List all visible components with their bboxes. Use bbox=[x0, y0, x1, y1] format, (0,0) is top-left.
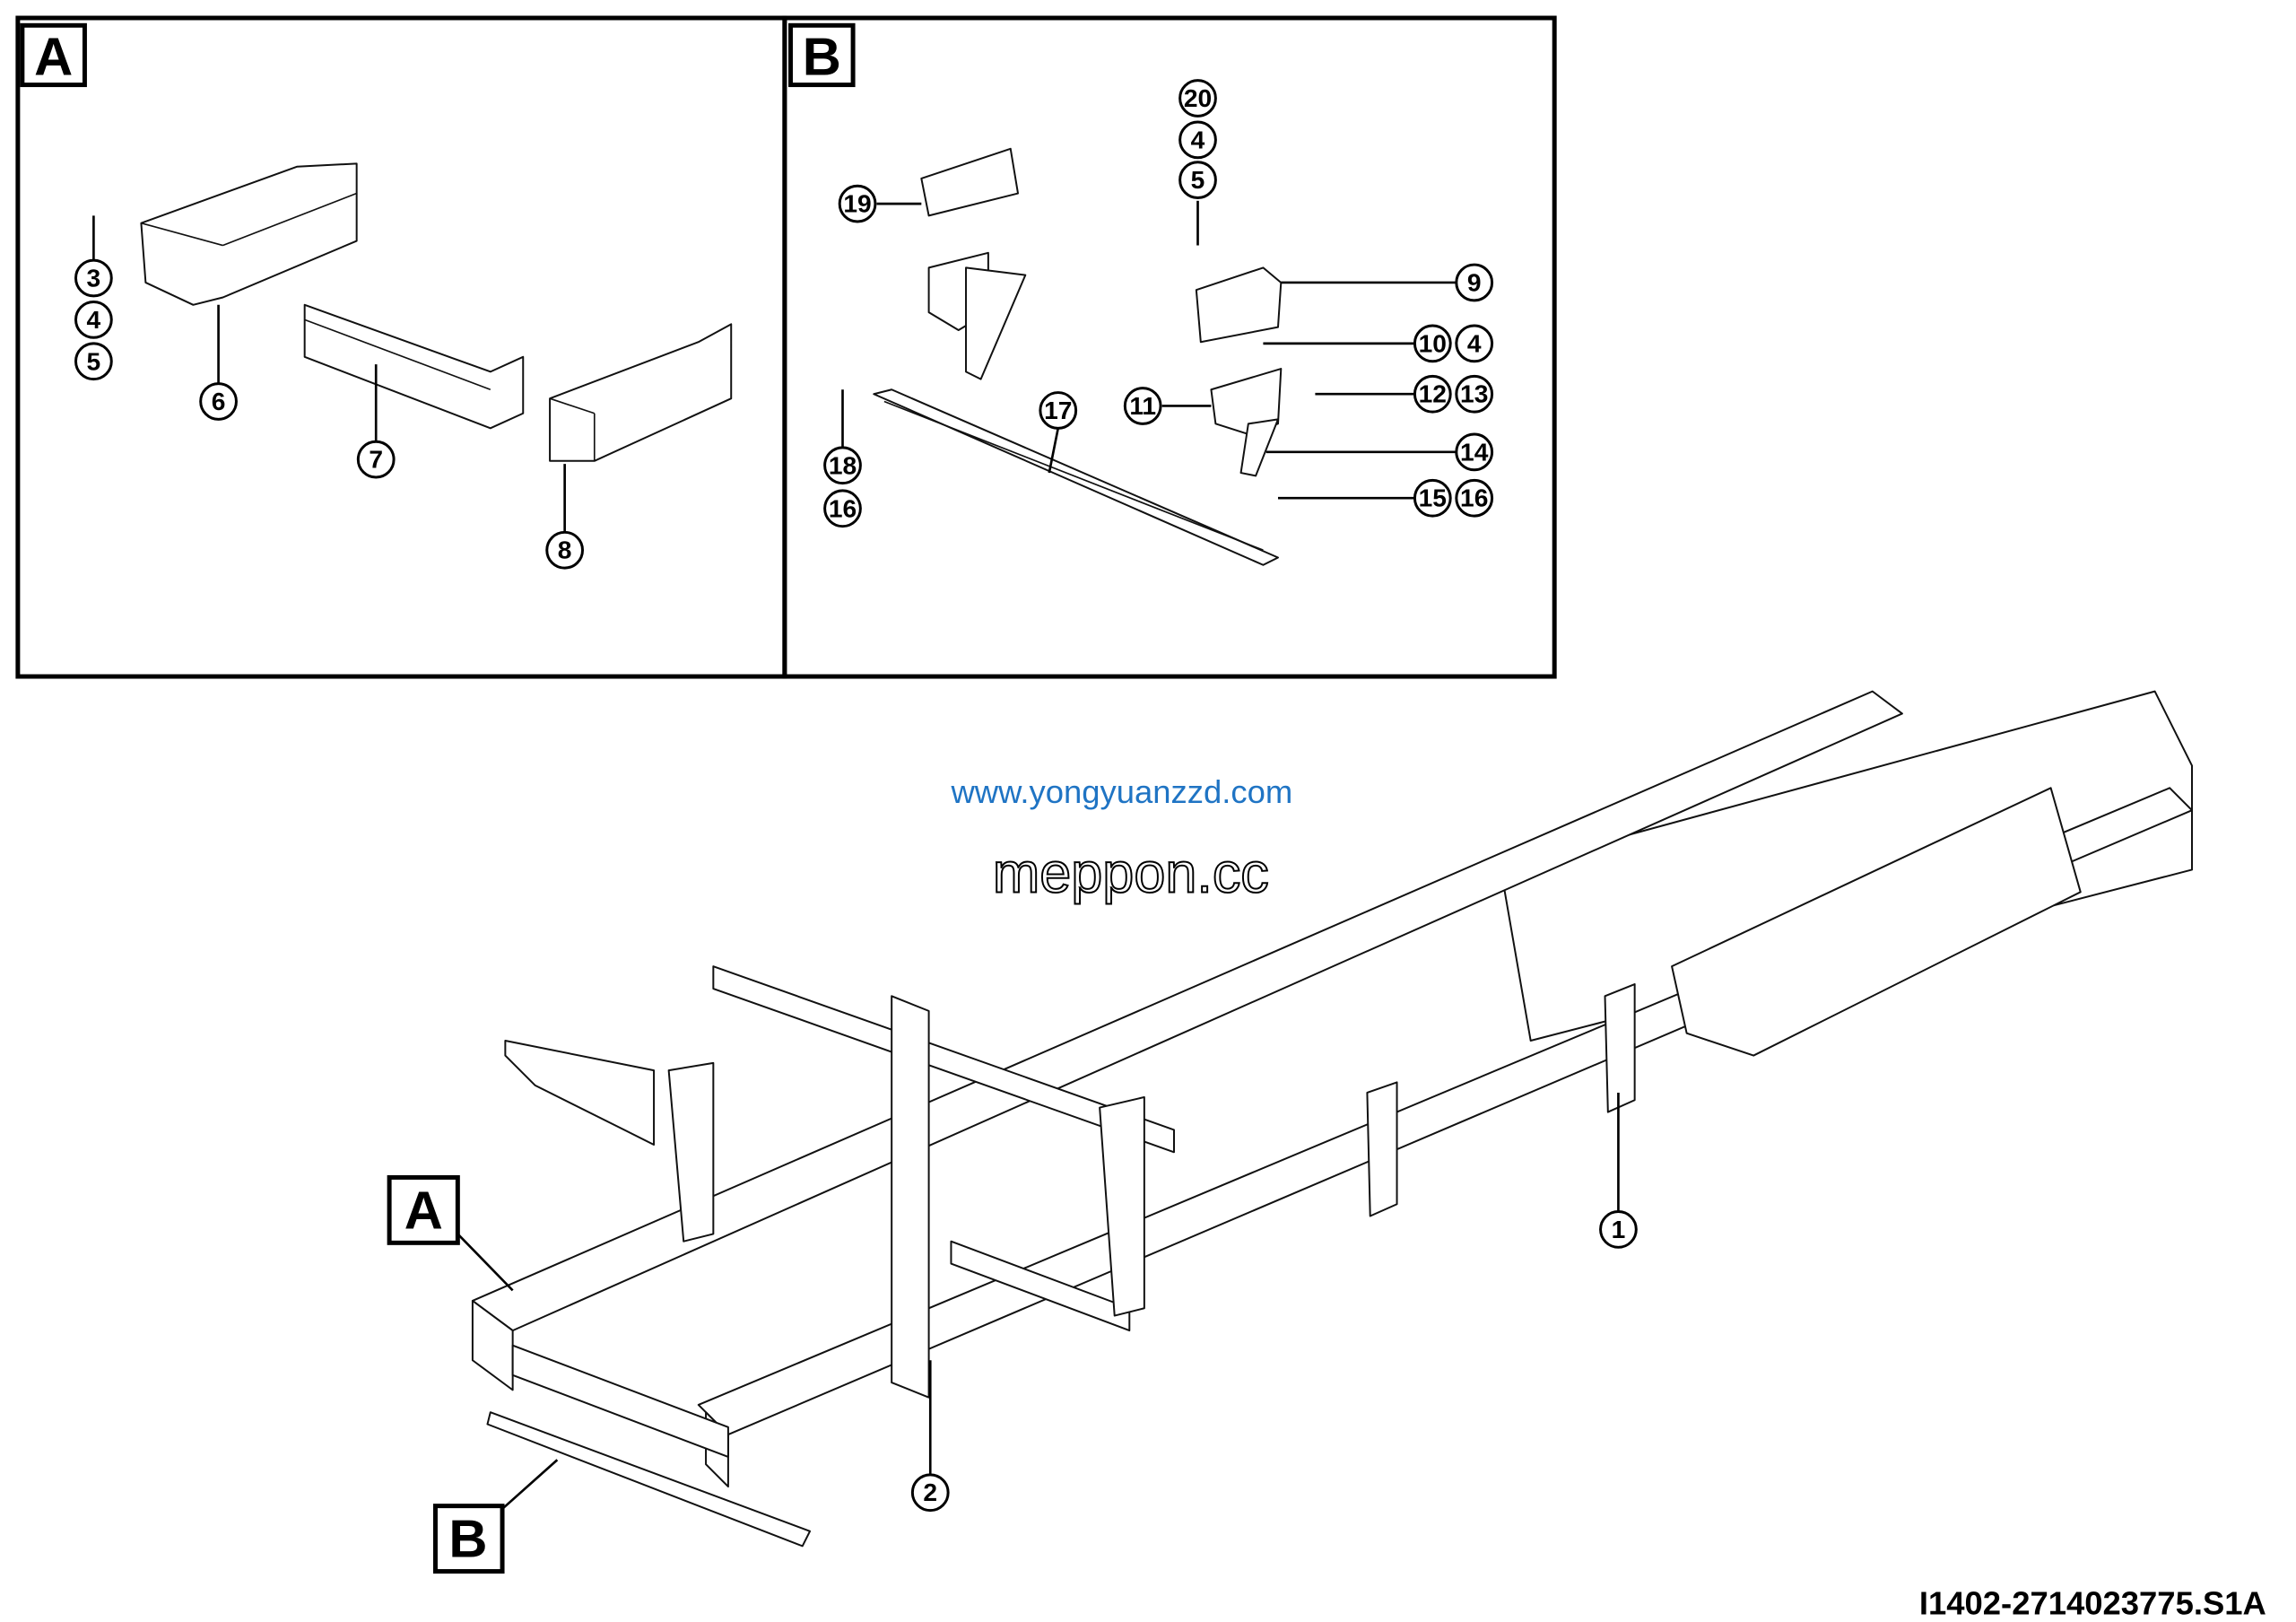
svg-text:A: A bbox=[34, 27, 73, 87]
callout-11: 11 bbox=[1123, 387, 1162, 425]
svg-text:14: 14 bbox=[1460, 438, 1489, 466]
callout-18: 18 bbox=[823, 446, 862, 485]
svg-text:A: A bbox=[404, 1180, 443, 1240]
watermark-brand: meppon.cc bbox=[993, 842, 1269, 904]
svg-text:16: 16 bbox=[829, 494, 857, 522]
svg-text:10: 10 bbox=[1419, 329, 1447, 357]
svg-text:6: 6 bbox=[212, 388, 226, 415]
bracket-19-drawing bbox=[920, 147, 1027, 380]
callout-2: 2 bbox=[910, 1473, 950, 1513]
svg-text:3: 3 bbox=[87, 264, 101, 292]
crossmember-7-drawing bbox=[303, 303, 525, 430]
callout-4: 4 bbox=[1178, 120, 1217, 160]
callout-10: 10 bbox=[1413, 324, 1452, 363]
svg-text:2: 2 bbox=[923, 1478, 937, 1506]
svg-text:20: 20 bbox=[1184, 84, 1212, 112]
svg-text:B: B bbox=[448, 1509, 487, 1569]
callout-12: 12 bbox=[1413, 374, 1452, 414]
callout-8: 8 bbox=[545, 530, 585, 570]
detail-a-label: A bbox=[20, 22, 87, 88]
callout-5: 5 bbox=[1178, 161, 1217, 199]
detail-panel-a: A 3 4 5 6 7 8 bbox=[15, 15, 787, 679]
svg-text:1: 1 bbox=[1612, 1216, 1626, 1243]
svg-text:16: 16 bbox=[1460, 484, 1488, 512]
svg-text:4: 4 bbox=[1191, 126, 1205, 153]
svg-text:12: 12 bbox=[1419, 380, 1447, 408]
callout-6: 6 bbox=[199, 382, 238, 421]
callout-7: 7 bbox=[356, 440, 396, 479]
bracket-9-drawing bbox=[1195, 266, 1283, 477]
svg-text:4: 4 bbox=[87, 306, 101, 334]
svg-text:8: 8 bbox=[558, 536, 572, 564]
callout-3: 3 bbox=[74, 258, 113, 298]
detail-b-label: B bbox=[788, 22, 856, 88]
callout-14: 14 bbox=[1455, 432, 1494, 472]
svg-text:13: 13 bbox=[1460, 380, 1488, 408]
callout-19: 19 bbox=[838, 184, 877, 223]
strut-17-drawing bbox=[873, 388, 1279, 566]
main-a-label: A bbox=[387, 1174, 460, 1245]
callout-16b: 16 bbox=[1455, 478, 1494, 518]
svg-text:7: 7 bbox=[369, 446, 383, 474]
side-plate-8-drawing bbox=[549, 323, 733, 462]
svg-text:5: 5 bbox=[87, 347, 101, 375]
callout-16: 16 bbox=[823, 489, 862, 528]
callout-1: 1 bbox=[1599, 1210, 1638, 1249]
main-b-label: B bbox=[433, 1504, 505, 1574]
callout-17: 17 bbox=[1039, 391, 1078, 430]
svg-text:18: 18 bbox=[829, 451, 857, 479]
svg-text:19: 19 bbox=[843, 190, 871, 218]
callout-5: 5 bbox=[74, 342, 113, 381]
callout-20: 20 bbox=[1178, 79, 1217, 118]
callout-13: 13 bbox=[1455, 374, 1494, 414]
svg-text:B: B bbox=[803, 27, 841, 87]
document-id: I1402-2714023775.S1A bbox=[1919, 1585, 2266, 1622]
front-bracket-6-drawing bbox=[140, 162, 358, 306]
callout-15: 15 bbox=[1413, 478, 1452, 518]
callout-4: 4 bbox=[74, 301, 113, 339]
watermark-url: www.yongyuanzzd.com bbox=[950, 773, 1292, 810]
chassis-frame-drawing bbox=[471, 690, 2194, 1548]
detail-panel-b: B 19 20 4 5 9 10 4 11 1 bbox=[782, 15, 1557, 679]
svg-text:9: 9 bbox=[1467, 268, 1482, 296]
svg-text:11: 11 bbox=[1129, 392, 1156, 420]
svg-text:5: 5 bbox=[1191, 166, 1205, 194]
svg-text:17: 17 bbox=[1044, 397, 1072, 424]
callout-4b: 4 bbox=[1455, 324, 1494, 363]
callout-9: 9 bbox=[1455, 263, 1494, 302]
svg-text:15: 15 bbox=[1419, 484, 1447, 512]
svg-text:4: 4 bbox=[1467, 329, 1482, 357]
